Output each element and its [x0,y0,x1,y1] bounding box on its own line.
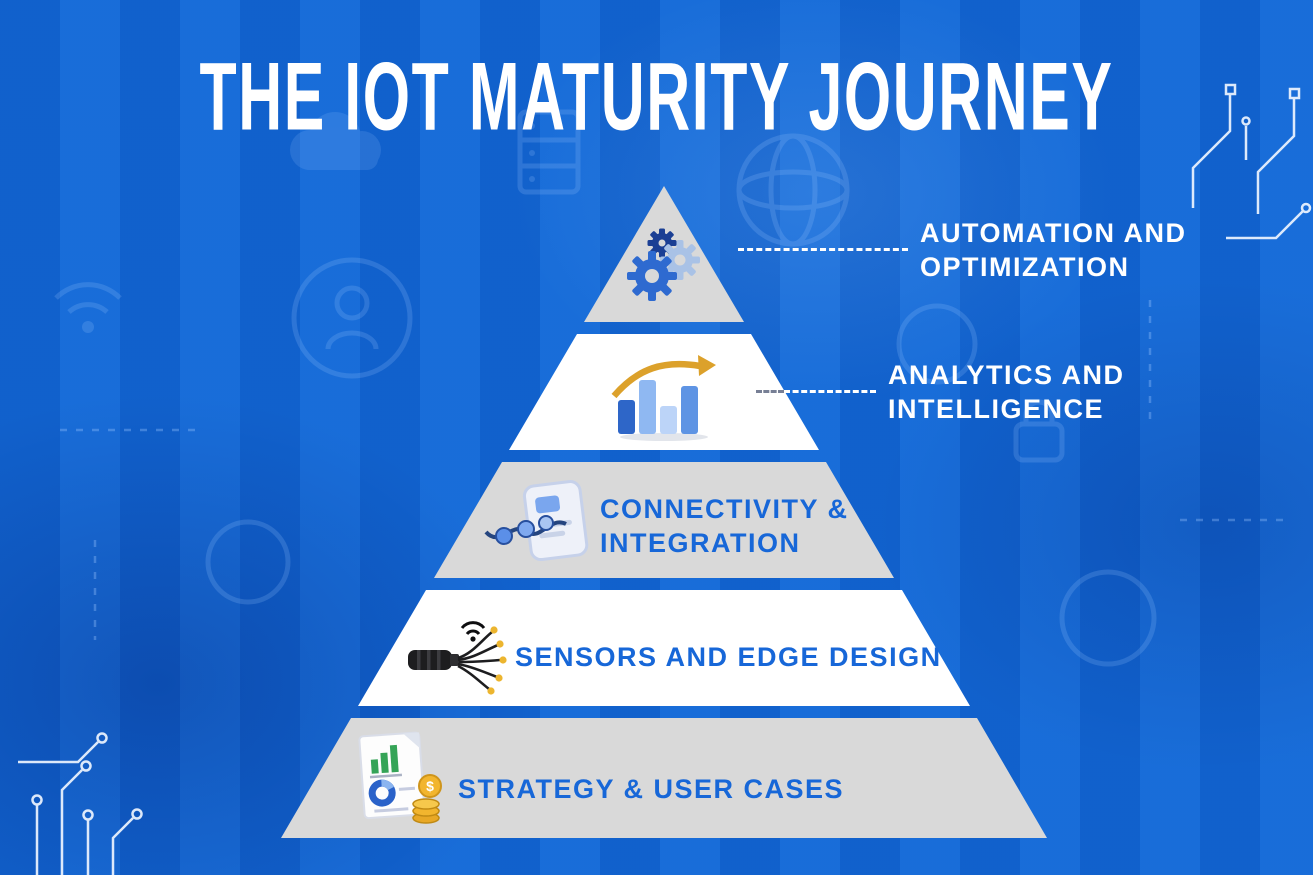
wifi-icon [54,282,122,300]
connector-analytics-inner [756,390,784,393]
label-line: INTEGRATION [600,528,801,558]
connector-automation [738,248,908,251]
server-icon [517,109,581,195]
globe-icon [736,133,850,247]
connectivity-device-icon [482,474,594,570]
circuit-traces [60,300,1290,640]
person-circle-icon [291,257,413,379]
circuit-corner-top-right [1191,83,1312,240]
cloud-icon [290,112,381,170]
label-sensors-edge-design: SENSORS AND EDGE DESIGN [515,640,942,674]
label-connectivity-integration: CONNECTIVITY & INTEGRATION [600,492,849,560]
gears-icon [622,228,706,302]
lock-icon [1013,421,1065,463]
pyramid-band-4 [358,590,970,706]
label-line: SENSORS AND EDGE DESIGN [515,642,942,672]
label-line: STRATEGY & USER CASES [458,774,845,804]
label-line: OPTIMIZATION [920,252,1130,282]
pyramid-band-3 [434,462,894,578]
label-line: ANALYTICS AND [888,360,1125,390]
connector-analytics [784,390,876,393]
label-line: AUTOMATION AND [920,218,1187,248]
bar-chart-growth-icon [608,350,720,442]
circuit-corner-bottom-left [18,732,143,875]
coin-dollar-glyph: $ [426,778,434,794]
strategy-document-icon: $ [352,728,452,826]
label-analytics-intelligence: ANALYTICS AND INTELLIGENCE [888,358,1125,426]
label-line: INTELLIGENCE [888,394,1105,424]
label-strategy-user-cases: STRATEGY & USER CASES [458,772,844,806]
label-automation-optimization: AUTOMATION AND OPTIMIZATION [920,216,1186,284]
label-line: CONNECTIVITY & [600,494,849,524]
sensor-cable-icon [406,614,510,698]
page-title: THE IOT MATURITY JOURNEY [199,41,1114,151]
